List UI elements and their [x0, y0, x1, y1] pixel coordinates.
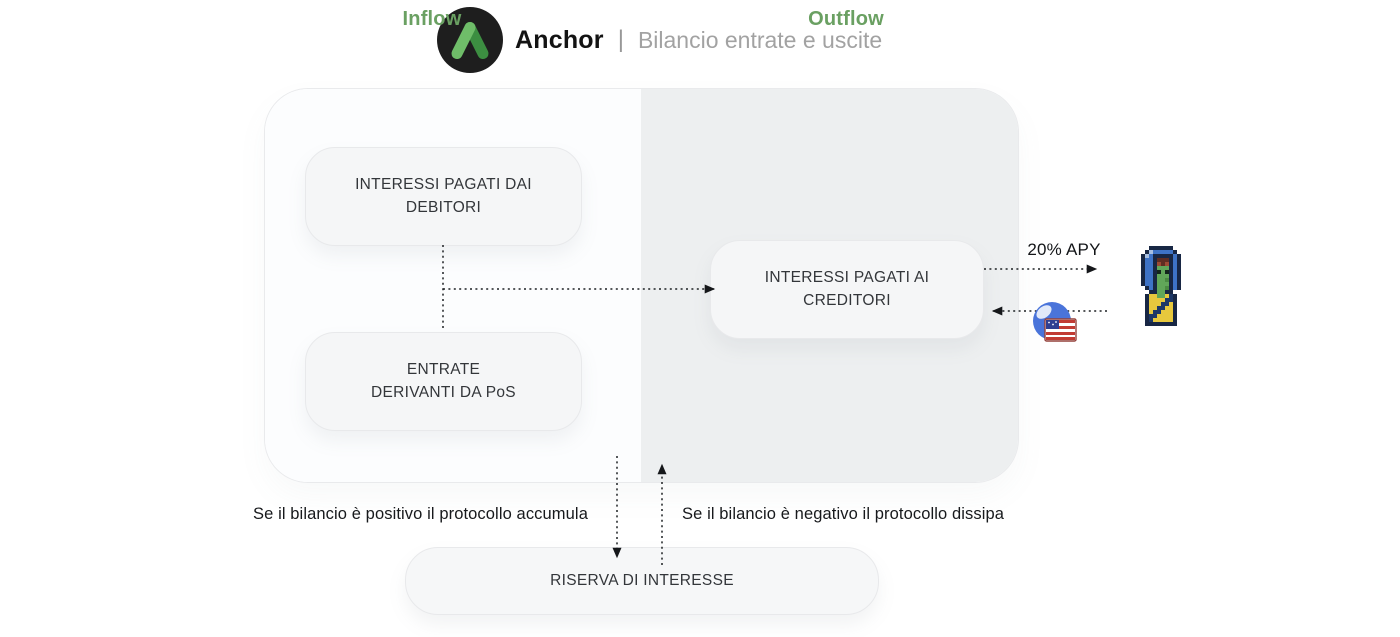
- apy-label: 20% APY: [1027, 240, 1101, 259]
- title-separator: |: [617, 26, 624, 53]
- node-debtors-interest-label: INTERESSI PAGATI DAI DEBITORI: [355, 176, 532, 216]
- note-positive-balance: Se il bilancio è positivo il protocollo …: [253, 505, 588, 523]
- outflow-label: Outflow: [808, 8, 884, 30]
- page-subtitle: Bilancio entrate e uscite: [637, 26, 883, 53]
- inflow-label: Inflow: [402, 8, 462, 30]
- galactic-punk-pixel-avatar: [1141, 246, 1181, 326]
- node-pos-revenue: ENTRATE DERIVANTI DA PoS: [305, 332, 582, 431]
- brand-name: Anchor: [515, 25, 604, 54]
- node-debtors-interest: INTERESSI PAGATI DAI DEBITORI: [305, 147, 582, 246]
- header: Anchor | Bilancio entrate e uscite: [437, 7, 882, 73]
- note-negative-balance: Se il bilancio è negativo il protocollo …: [682, 505, 1005, 523]
- node-interest-reserve: RISERVA DI INTERESSE: [405, 547, 879, 615]
- node-interest-reserve-label: RISERVA DI INTERESSE: [550, 571, 734, 589]
- node-creditors-interest-label: INTERESSI PAGATI AI CREDITORI: [764, 269, 930, 309]
- node-pos-revenue-label: ENTRATE DERIVANTI DA PoS: [371, 361, 516, 401]
- anchor-logo-icon: [437, 7, 503, 73]
- node-creditors-interest: INTERESSI PAGATI AI CREDITORI: [710, 240, 984, 339]
- ust-globe-us-flag-icon: [1033, 302, 1077, 342]
